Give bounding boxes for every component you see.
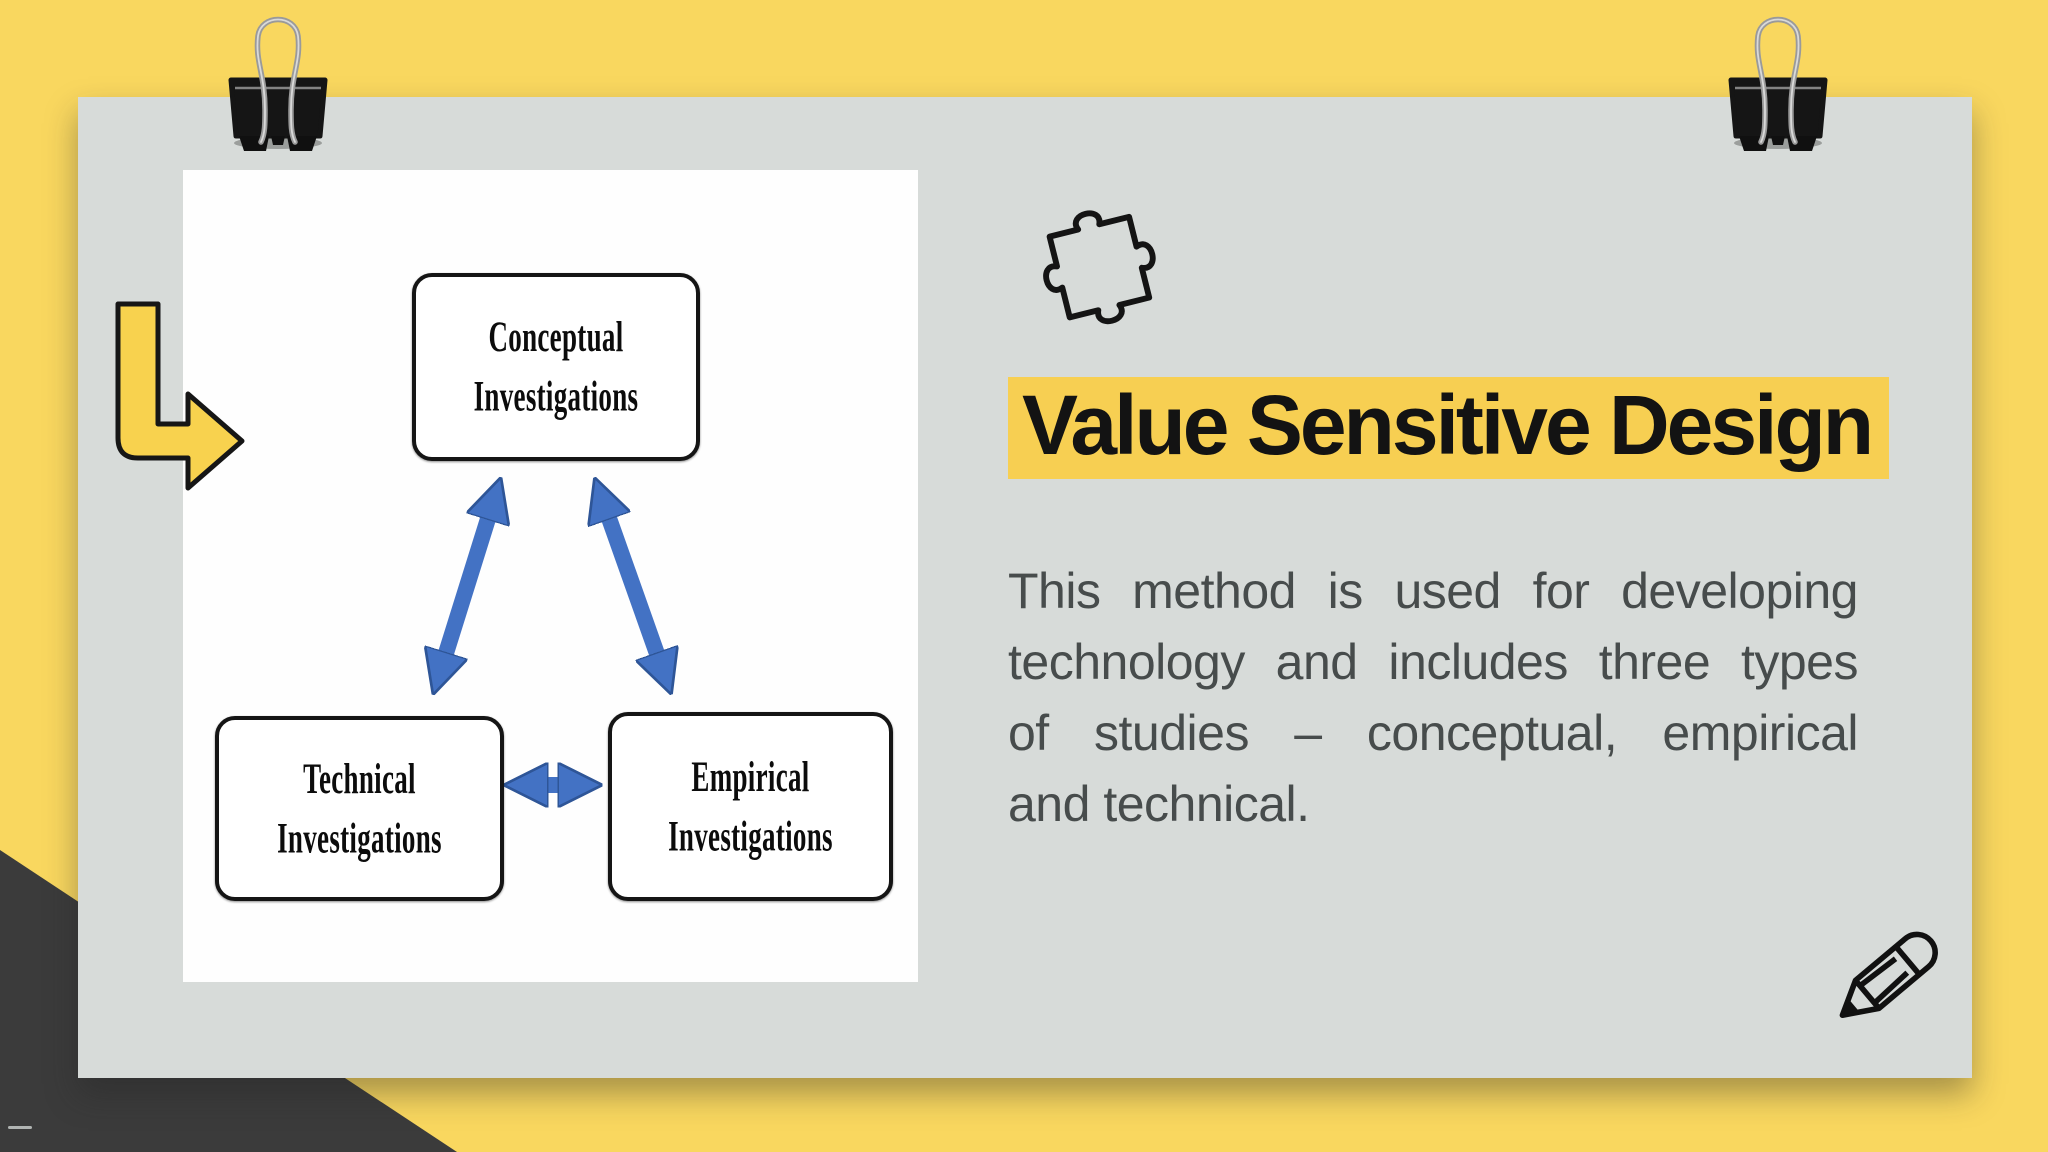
diagram-box-empirical: Empirical Investigations xyxy=(608,712,893,901)
diagram-arrows xyxy=(183,170,918,982)
corner-dash-mark xyxy=(8,1126,32,1129)
diagram-box-label: Conceptual Investigations xyxy=(474,307,639,427)
box-label-line: Empirical xyxy=(691,751,810,801)
diagram-box-technical: Technical Investigations xyxy=(215,716,504,901)
body-text-line: and technical. xyxy=(1008,776,1310,832)
diagram-box-label: Technical Investigations xyxy=(277,749,442,869)
corner-down-right-arrow-icon xyxy=(115,301,245,491)
box-label-line: Technical xyxy=(303,753,416,803)
double-arrow-conceptual-empirical xyxy=(599,490,667,682)
double-arrow-group xyxy=(437,490,667,785)
double-arrow-conceptual-technical xyxy=(437,490,497,682)
pencil-icon xyxy=(1839,931,1938,1019)
binder-clip-icon xyxy=(228,16,328,151)
box-label-line: Investigations xyxy=(668,811,833,860)
box-label-line: Investigations xyxy=(473,371,639,421)
diagram-panel: Conceptual Investigations Technical Inve… xyxy=(183,170,918,982)
body-text-line: of studies – conceptual, empirical xyxy=(1008,705,1859,761)
page-title: Value Sensitive Design xyxy=(1008,377,1890,479)
body-text-line: This method is used for developing xyxy=(1008,563,1859,619)
diagram-box-label: Empirical Investigations xyxy=(668,747,833,867)
puzzle-icon xyxy=(1043,210,1156,325)
binder-clip-icon xyxy=(1728,16,1828,151)
body-text-line: technology and includes three types xyxy=(1008,634,1859,690)
box-label-line: Investigations xyxy=(277,813,442,862)
body-paragraph: This method is used for developing techn… xyxy=(1008,556,1859,840)
diagram-box-conceptual: Conceptual Investigations xyxy=(412,273,700,461)
box-label-line: Conceptual xyxy=(488,311,624,361)
